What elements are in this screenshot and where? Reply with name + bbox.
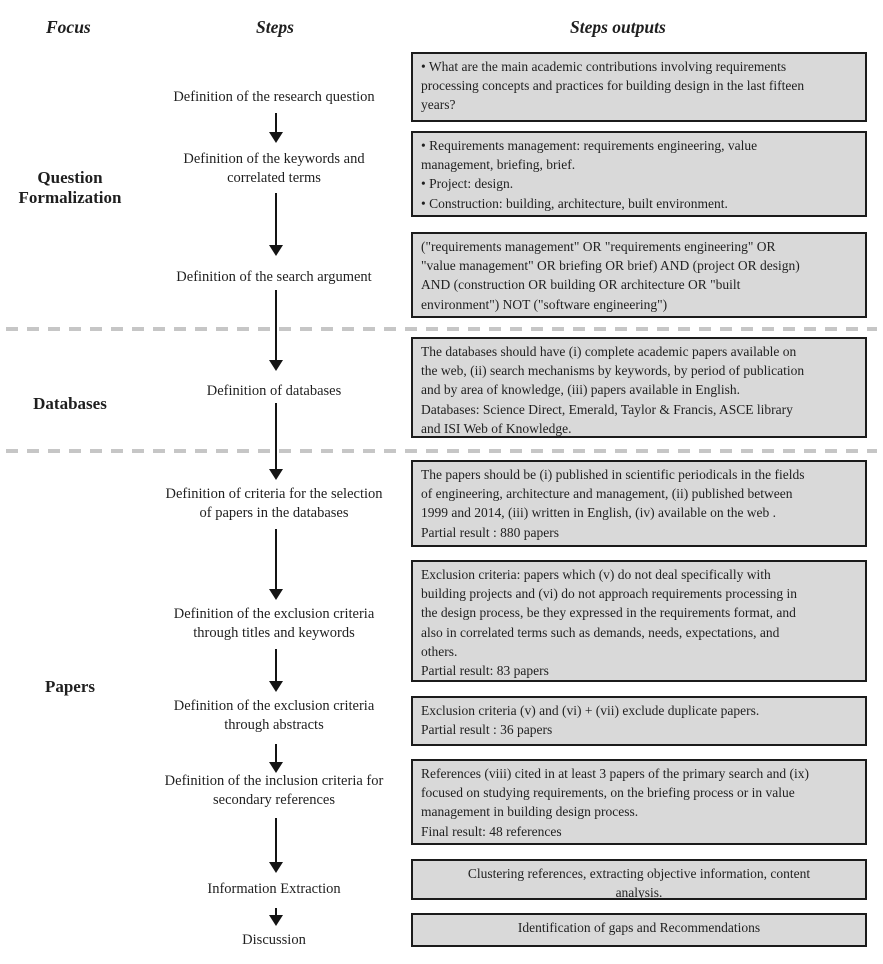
step-discussion: Discussion (242, 932, 306, 948)
step-keywords: Definition of the keywords and correlate… (183, 151, 365, 186)
output-box-discussion: Identification of gaps and Recommendatio… (411, 913, 867, 947)
step-search-argument: Definition of the search argument (176, 269, 372, 285)
section-divider (6, 327, 877, 331)
output-box-selection-criteria: The papers should be (i) published in sc… (411, 460, 867, 547)
output-box-search-argument: ("requirements management" OR "requireme… (411, 232, 867, 318)
focus-label-databases: Databases (33, 394, 107, 413)
column-header-steps-outputs: Steps outputs (570, 17, 666, 37)
section-divider (6, 449, 877, 453)
flow-arrow (275, 649, 277, 682)
flow-arrow (275, 193, 277, 246)
step-exclusion-abstracts: Definition of the exclusion criteria thr… (173, 698, 375, 733)
step-inclusion-criteria: Definition of the inclusion criteria for… (164, 773, 384, 808)
focus-label-papers: Papers (44, 677, 96, 696)
flow-arrow (275, 403, 277, 470)
column-header-focus: Focus (46, 17, 91, 37)
step-research-question: Definition of the research question (173, 89, 375, 105)
output-box-exclusion-abstracts: Exclusion criteria (v) and (vi) + (vii) … (411, 696, 867, 746)
step-databases: Definition of databases (206, 383, 342, 399)
output-box-information-extraction: Clustering references, extracting object… (411, 859, 867, 900)
output-box-exclusion-titles: Exclusion criteria: papers which (v) do … (411, 560, 867, 682)
flow-arrow (275, 744, 277, 763)
focus-label-question-formalization: Question Formalization (18, 168, 122, 207)
flow-arrow (275, 529, 277, 590)
step-exclusion-titles: Definition of the exclusion criteria thr… (173, 606, 375, 641)
step-information-extraction: Information Extraction (207, 881, 341, 897)
output-box-keywords: • Requirements management: requirements … (411, 131, 867, 217)
output-box-inclusion-criteria: References (viii) cited in at least 3 pa… (411, 759, 867, 845)
flow-arrow (275, 818, 277, 863)
flow-arrow (275, 908, 277, 916)
output-box-research-question: • What are the main academic contributio… (411, 52, 867, 122)
step-selection-criteria: Definition of criteria for the selection… (165, 486, 383, 521)
column-header-steps: Steps (256, 17, 294, 37)
flow-arrow (275, 290, 277, 361)
flow-arrow (275, 113, 277, 133)
output-box-databases: The databases should have (i) complete a… (411, 337, 867, 438)
